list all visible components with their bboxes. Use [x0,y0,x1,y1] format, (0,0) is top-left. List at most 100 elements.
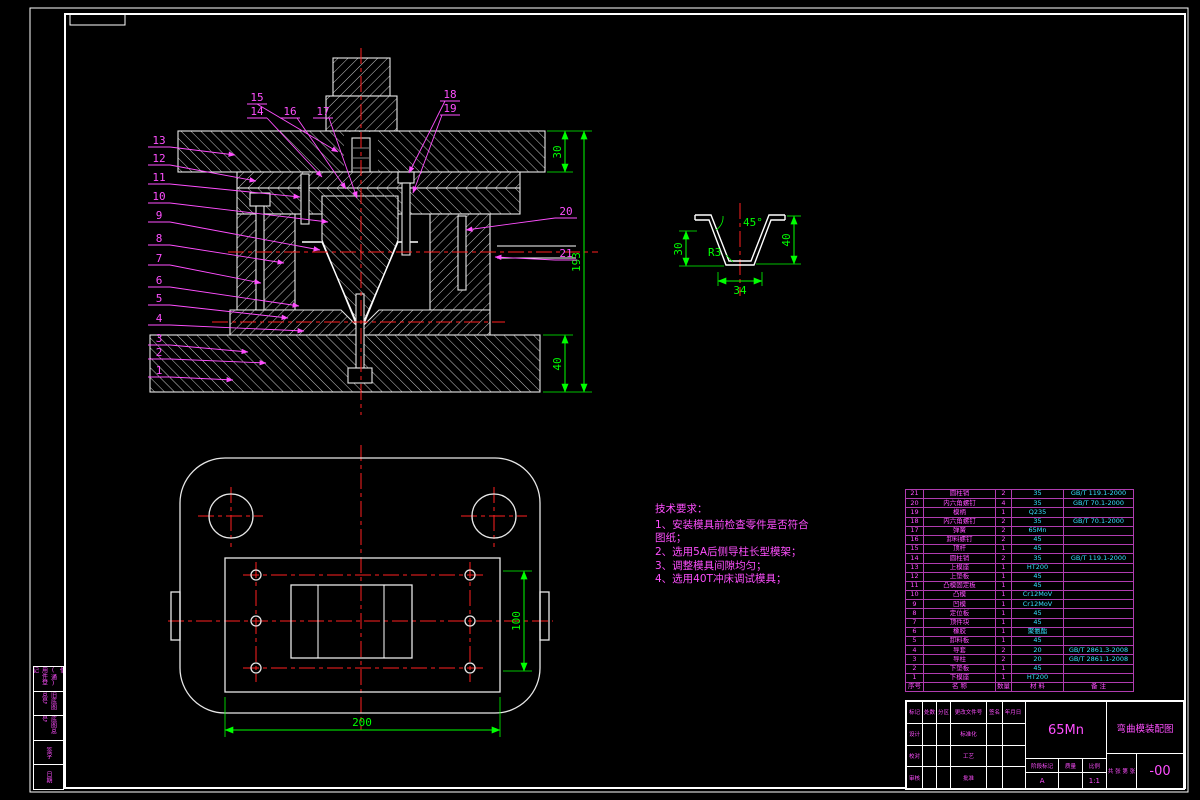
bom-cell-note: GB/T 119.1-2000 [1063,488,1134,500]
weight-label: 质量 [1059,759,1083,772]
bom-cell-name: 橡胶 [923,626,996,638]
margin-strip-cell: 旧底图总号 [34,692,63,717]
margin-strip-cell: 借(通)用件登记 [34,667,63,692]
tech-item: 4、选用40T冲床调试模具； [655,573,787,586]
bom-row: 3 导柱 2 20 GB/T 2861.1-2008 [905,654,1134,665]
bom-header-material: 材 料 [1011,681,1064,693]
dim-193: 193 [570,252,583,272]
bom-cell-qty: 2 [995,654,1012,665]
drawing-frame [29,7,1189,793]
bom-row: 8 定位板 1 45 [905,608,1134,619]
bom-cell-qty: 1 [995,590,1012,601]
tech-title: 技术要求： [655,503,708,515]
bom-cell-no: 16 [905,534,924,546]
rev-label: 年月日 [1004,710,1022,717]
balloon-6: 6 [156,274,163,287]
bom-row: 15 顶杆 1 45 [905,544,1134,555]
bom-cell-name: 凸模 [923,590,996,601]
bom-cell-name: 圆柱销 [923,488,996,500]
margin-strip-cell: 签字 [34,741,63,766]
bom-cell-qty: 1 [995,507,1012,518]
front-dimensions: 30 193 40 [543,130,592,393]
bom-row: 7 顶件块 1 45 [905,617,1134,628]
bom-header-qty: 数量 [995,681,1012,693]
balloon-10: 10 [152,190,165,203]
tech-item: 3、调整模具间隙均匀； [655,559,767,572]
bom-cell-note [1063,580,1134,592]
balloon-16: 16 [283,105,296,118]
bom-cell-material: 20 [1011,654,1064,665]
balloon-5: 5 [156,292,163,305]
bom-row: 17 弹簧 2 65Mn [905,525,1134,536]
rev-label: 分区 [937,702,951,723]
signature-row: 审核 批准 [907,767,1025,788]
rev-label: 标记 [907,702,923,723]
bom-cell-name: 卸料板 [923,635,996,647]
bom-cell-qty: 1 [995,571,1012,582]
bom-cell-note [1063,635,1134,647]
screw-hole [250,569,262,581]
lower-die-seat [149,334,541,393]
screw-hole [464,569,476,581]
bom-cell-no: 3 [905,654,924,665]
bom-cell-no: 13 [905,562,924,573]
bom-row: 18 内六角螺钉 2 35 GB/T 70.1-2000 [905,516,1134,527]
dowel-pin [300,173,310,225]
sheet-info: 共 张 第 张 [1107,754,1137,788]
bom-cell-no: 19 [905,507,924,518]
base-outline [179,457,541,714]
stage-label: 阶段标记 [1026,759,1060,772]
bom-cell-name: 弹簧 [923,525,996,536]
signature-row: 设计 标准化 [907,723,1025,746]
balloon-12: 12 [152,152,165,165]
bom-row: 4 导套 2 20 GB/T 2861.3-2008 [905,645,1134,656]
bom-cell-material: 35 [1011,516,1064,527]
bom-cell-name: 顶件块 [923,617,996,628]
sig-label: 批准 [951,767,987,788]
left-tab [170,591,181,641]
bottom-screw-shank [355,293,365,369]
bom-cell-no: 15 [905,544,924,555]
bom-cell-note [1063,617,1134,628]
bom-cell-no: 21 [905,488,924,500]
title-block-revision-area: 标记 处数 分区 更改文件号 签名 年月日 设计 标准化 校对 工艺 审核 批准 [907,702,1026,788]
bom-cell-no: 7 [905,617,924,628]
bom-cell-no: 12 [905,571,924,582]
stage-values: A 1:1 [1026,773,1106,788]
bom-cell-material: HT200 [1011,562,1064,573]
rev-label: 更改文件号 [951,702,987,723]
balloon-7: 7 [156,252,163,265]
bom-cell-material: 45 [1011,534,1064,546]
upper-pad-plate [236,171,521,189]
screw-hole [464,662,476,674]
weight-value [1059,773,1083,788]
bom-cell-qty: 2 [995,553,1012,564]
bottom-screw-head [347,367,373,384]
bom-cell-name: 上垫板 [923,571,996,582]
bom-cell-note [1063,599,1134,610]
rev-label: 处数 [923,702,937,723]
bom-row: 20 内六角螺钉 4 35 GB/T 70.1-2000 [905,498,1134,509]
dim-30: 30 [551,145,564,158]
bom-cell-qty: 2 [995,516,1012,527]
title-block: 标记 处数 分区 更改文件号 签名 年月日 设计 标准化 校对 工艺 审核 批准… [905,700,1185,790]
bom-cell-note [1063,590,1134,601]
bom-row: 16 卸料螺钉 2 45 [905,534,1134,546]
bom-cell-qty: 1 [995,544,1012,555]
tech-requirements: 技术要求： 1、安装模具前检查零件是否符合图纸；2、选用5A后侧导柱长型模架；3… [655,503,813,587]
bom-cell-material: 45 [1011,663,1064,674]
bom-cell-note [1063,663,1134,674]
bom-cell-no: 1 [905,672,924,683]
bom-row: 1 下模座 1 HT200 [905,672,1134,683]
drawing-number: -00 [1149,763,1171,779]
margin-strip-cell: 日期 [45,771,52,784]
bom-cell-note: GB/T 2861.1-2008 [1063,654,1134,665]
bom-cell-note [1063,672,1134,683]
balloon-4: 4 [156,312,163,325]
stage-labels: 阶段标记 质量 比例 [1026,759,1106,773]
bom-header-no: 序号 [905,681,924,693]
balloon-11: 11 [152,171,165,184]
balloon-2: 2 [156,346,163,359]
bom-cell-material: Cr12MoV [1011,599,1064,610]
